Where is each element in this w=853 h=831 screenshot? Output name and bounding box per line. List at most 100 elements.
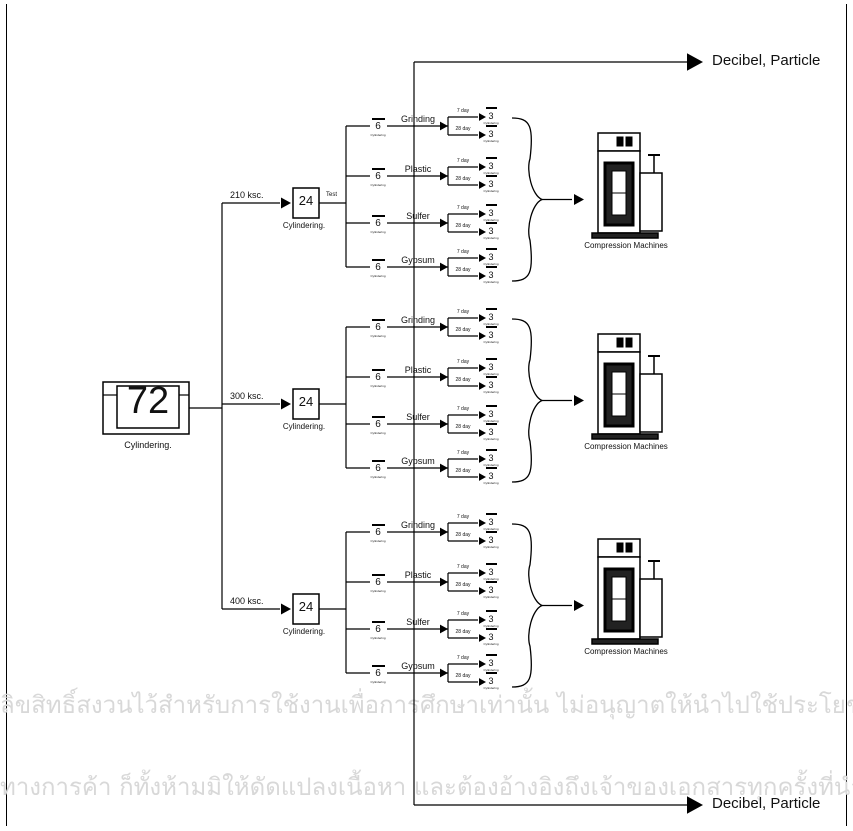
g0-mat0-age1-arrow bbox=[479, 131, 486, 139]
g0-mat3-age0-arrow bbox=[479, 254, 486, 262]
g0-mat0-age1-count: 3 bbox=[488, 129, 494, 139]
g0-mat1-age0-arrow bbox=[479, 163, 486, 171]
g0-mat2-main-arrow bbox=[440, 218, 448, 228]
g0-mat0-age0-arrow bbox=[479, 113, 486, 121]
g2-mat3-age0-count: 3 bbox=[488, 658, 494, 668]
g0-mat3-age1-arrow bbox=[479, 272, 486, 280]
g2-mat2-age0-sublabel: Cylindering bbox=[483, 624, 499, 628]
g0-mat1-age1-arrow bbox=[479, 181, 486, 189]
g1-mat0-sublabel: Cylindering bbox=[370, 334, 386, 338]
g2-mat1-age1-label: 28 day bbox=[455, 582, 471, 588]
g0-mat2-sublabel: Cylindering bbox=[370, 230, 386, 234]
g2-mat1-main-arrow bbox=[440, 577, 448, 587]
g1-mat1-sublabel: Cylindering bbox=[370, 384, 386, 388]
g0-mat0-age1-sublabel: Cylindering bbox=[483, 139, 499, 143]
g2-mat3-age0-label: 7 day bbox=[456, 655, 470, 661]
g2-strength-arrow bbox=[281, 603, 291, 615]
g0-mat0-age0-count: 3 bbox=[488, 111, 494, 121]
watermark-line-1: ลิขสิทธิ์สงวนไว้สำหรับการใช้งานเพื่อการศ… bbox=[0, 691, 853, 719]
g0-mat0-sublabel: Cylindering bbox=[370, 133, 386, 137]
g2-mat3-age1-arrow bbox=[479, 678, 486, 686]
g2-mat0-age1-count: 3 bbox=[488, 535, 494, 545]
g0-mat0-age1-label: 28 day bbox=[455, 126, 471, 132]
g2-mat2-main-arrow bbox=[440, 624, 448, 634]
g0-brace bbox=[511, 117, 544, 282]
g1-mat3-main-arrow bbox=[440, 463, 448, 473]
g1-mat2-age0-arrow bbox=[479, 411, 486, 419]
g1-mat0-age1-arrow bbox=[479, 332, 486, 340]
g1-mat0-age1-label: 28 day bbox=[455, 327, 471, 333]
g2-mat3-age1-sublabel: Cylindering bbox=[483, 686, 499, 690]
g2-mat3-age1-label: 28 day bbox=[455, 673, 471, 679]
g1-mat0-age0-label: 7 day bbox=[456, 309, 470, 315]
g1-mat1-age1-sublabel: Cylindering bbox=[483, 390, 499, 394]
g2-mat0-age1-label: 28 day bbox=[455, 532, 471, 538]
g0-mat3-age0-label: 7 day bbox=[456, 249, 470, 255]
g1-mat3-name: Gypsum bbox=[401, 456, 435, 466]
g2-block bbox=[292, 593, 320, 625]
g0-mat1-name: Plastic bbox=[404, 164, 432, 174]
g1-brace bbox=[511, 318, 544, 483]
g2-mat0-sublabel: Cylindering bbox=[370, 539, 386, 543]
g0-mat1-count: 6 bbox=[375, 171, 381, 182]
g1-mat3-age1-sublabel: Cylindering bbox=[483, 481, 499, 485]
g2-mat0-age1-arrow bbox=[479, 537, 486, 545]
g1-mat1-age0-count: 3 bbox=[488, 362, 494, 372]
g2-mat1-age0-sublabel: Cylindering bbox=[483, 577, 499, 581]
main-block-inner bbox=[116, 385, 180, 429]
g1-mat3-sublabel: Cylindering bbox=[370, 475, 386, 479]
g0-mat0-count: 6 bbox=[375, 121, 381, 132]
g2-mat3-sublabel: Cylindering bbox=[370, 680, 386, 684]
g0-mat3-name: Gypsum bbox=[401, 255, 435, 265]
g1-machine-label: Compression Machines bbox=[584, 442, 668, 451]
g0-mat2-age1-label: 28 day bbox=[455, 223, 471, 229]
g0-machine-panel-a bbox=[616, 136, 624, 147]
g0-machine-panel-b bbox=[625, 136, 633, 147]
g0-mat2-age1-count: 3 bbox=[488, 226, 494, 236]
g0-mat1-age0-sublabel: Cylindering bbox=[483, 171, 499, 175]
g1-mat1-age0-sublabel: Cylindering bbox=[483, 372, 499, 376]
g2-mat2-age1-count: 3 bbox=[488, 632, 494, 642]
g1-mat1-age0-label: 7 day bbox=[456, 359, 470, 365]
g0-mat1-age1-sublabel: Cylindering bbox=[483, 189, 499, 193]
g1-mat2-age0-sublabel: Cylindering bbox=[483, 419, 499, 423]
g0-mat3-age1-count: 3 bbox=[488, 270, 494, 280]
g0-strength-label: 210 ksc. bbox=[230, 190, 264, 200]
g1-mat3-age0-label: 7 day bbox=[456, 450, 470, 456]
g2-machine-panel-b bbox=[625, 542, 633, 553]
g1-mat3-age1-count: 3 bbox=[488, 471, 494, 481]
g1-mat1-age1-label: 28 day bbox=[455, 377, 471, 383]
g2-mat3-age0-arrow bbox=[479, 660, 486, 668]
g2-machine-base bbox=[591, 638, 659, 645]
g2-mat2-age0-label: 7 day bbox=[456, 611, 470, 617]
g0-block-label: Cylindering. bbox=[282, 221, 326, 230]
g1-mat1-count: 6 bbox=[375, 372, 381, 383]
g1-mat2-name: Sulfer bbox=[406, 412, 430, 422]
decibel-bottom-label: Decibel, Particle bbox=[712, 795, 821, 812]
g1-mat1-age1-arrow bbox=[479, 382, 486, 390]
g1-mat1-age0-arrow bbox=[479, 364, 486, 372]
g1-strength-label: 300 ksc. bbox=[230, 391, 264, 401]
g2-brace bbox=[511, 523, 544, 688]
g1-mat3-age1-arrow bbox=[479, 473, 486, 481]
g1-mat3-count: 6 bbox=[375, 463, 381, 474]
g2-mat1-age1-sublabel: Cylindering bbox=[483, 595, 499, 599]
g2-mat0-main-arrow bbox=[440, 527, 448, 537]
g2-mat3-name: Gypsum bbox=[401, 661, 435, 671]
g1-machine-arrow bbox=[574, 395, 584, 406]
g1-machine-base bbox=[591, 433, 659, 440]
g2-strength-label: 400 ksc. bbox=[230, 596, 264, 606]
g0-note: Test bbox=[326, 192, 338, 198]
g2-machine-panel-a bbox=[616, 542, 624, 553]
g0-machine-side-unit bbox=[639, 172, 663, 232]
g0-mat3-age0-sublabel: Cylindering bbox=[483, 262, 499, 266]
g0-machine-label: Compression Machines bbox=[584, 241, 668, 250]
g1-mat3-age1-label: 28 day bbox=[455, 468, 471, 474]
g1-machine-panel-b bbox=[625, 337, 633, 348]
g2-mat1-age1-count: 3 bbox=[488, 585, 494, 595]
g2-mat2-age1-arrow bbox=[479, 634, 486, 642]
g1-machine-panel-a bbox=[616, 337, 624, 348]
g2-mat0-age0-sublabel: Cylindering bbox=[483, 527, 499, 531]
g0-mat0-name: Grinding bbox=[400, 114, 436, 124]
